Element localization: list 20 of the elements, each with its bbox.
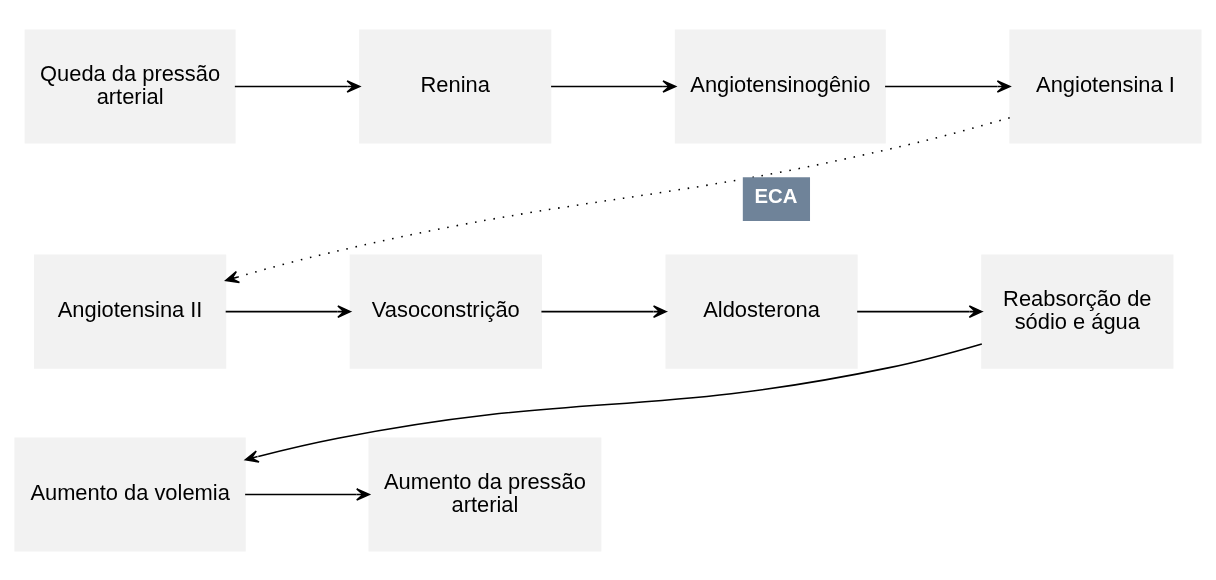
arrow — [550, 79, 677, 93]
node-box: Aumento da volemia — [14, 436, 246, 552]
node-box: Angiotensina I — [1009, 28, 1202, 144]
arrow — [540, 304, 667, 318]
node-box: Aldosterona — [665, 254, 858, 369]
arrow — [244, 342, 983, 463]
node-box: Angiotensina II — [33, 254, 227, 369]
node-box: Vasoconstrição — [349, 254, 542, 369]
node-box: Aumento da pressão arterial — [368, 436, 602, 552]
node-box: Queda da pressão arterial — [24, 28, 236, 144]
edge-label: ECA — [754, 184, 798, 207]
node-box: Renina — [359, 28, 552, 144]
arrow — [234, 79, 361, 93]
arrow — [856, 304, 983, 318]
arrow — [225, 116, 1011, 283]
arrow — [224, 304, 352, 318]
arrow — [244, 487, 370, 501]
node-box: Reabsorção de sódio e água — [981, 254, 1174, 369]
arrow — [884, 79, 1011, 93]
node-box: Angiotensinogênio — [674, 28, 886, 144]
